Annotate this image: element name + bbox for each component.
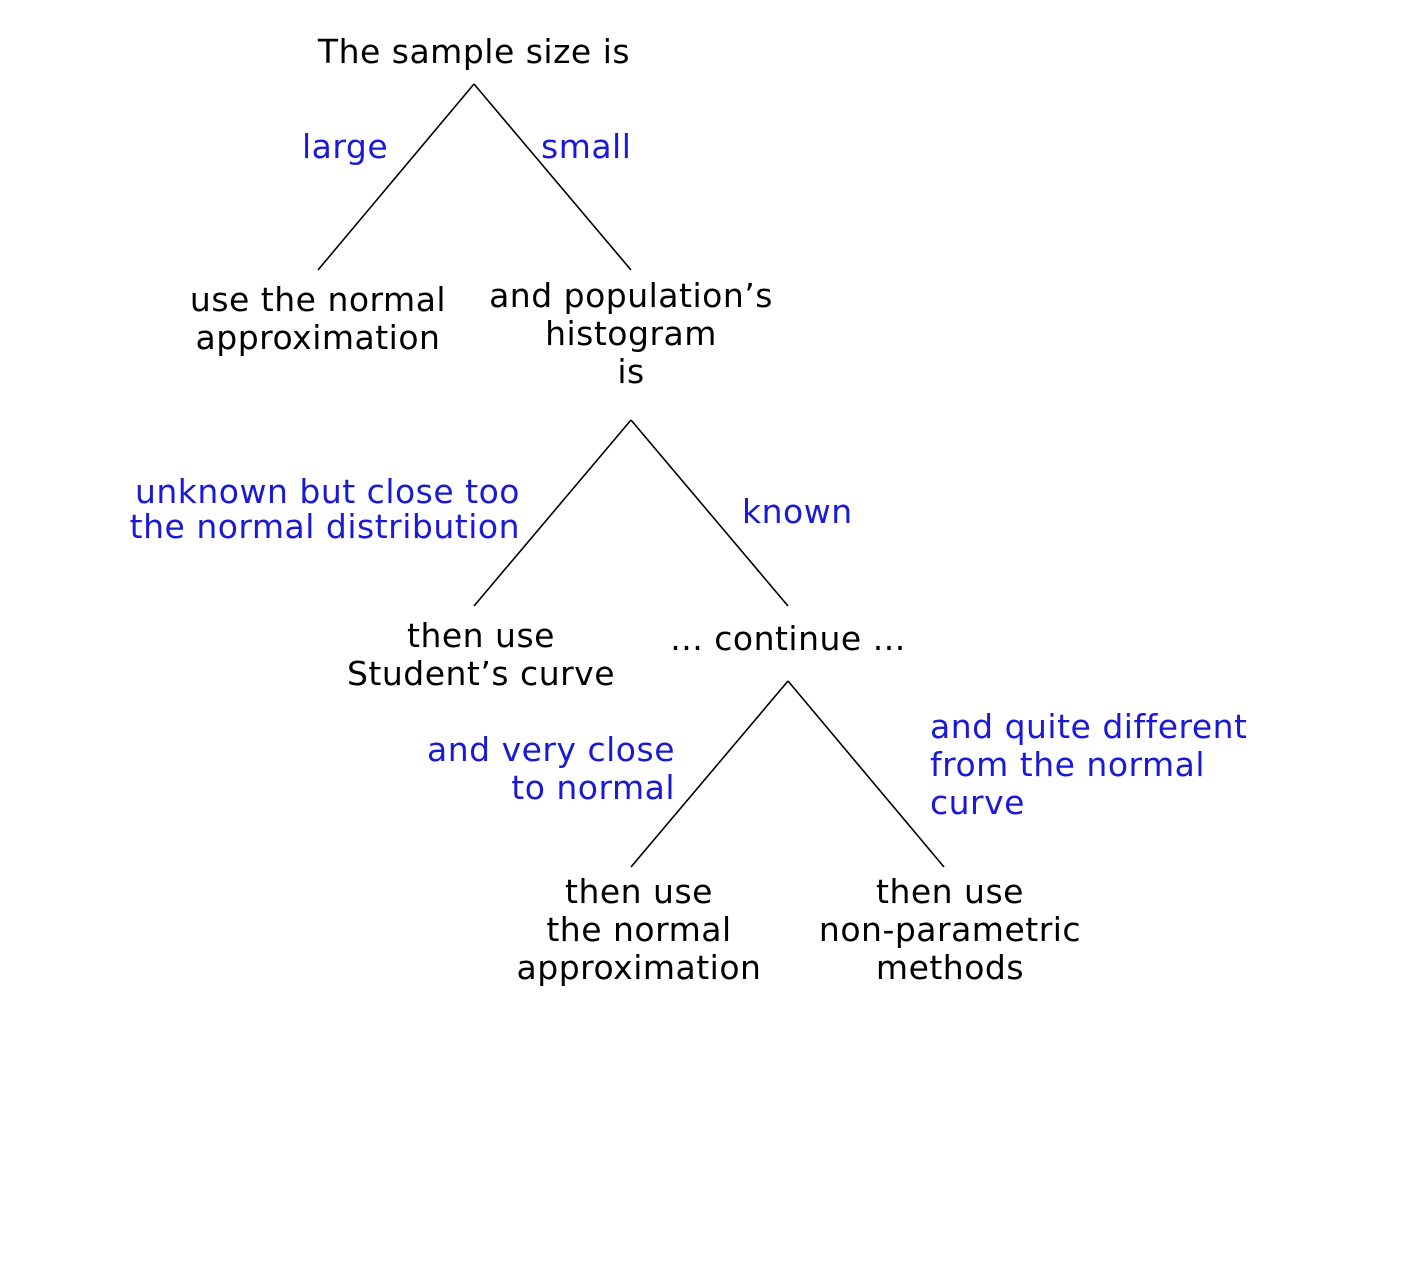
edge-histogram-known xyxy=(630,419,789,607)
edge-continue-close xyxy=(630,680,789,868)
normal-approximation-node-2: then use the normal approximation xyxy=(516,872,762,987)
population-histogram-node: and population’s histogram is xyxy=(489,276,773,391)
root-node: The sample size is xyxy=(317,32,631,71)
non-parametric-node: then use non-parametric methods xyxy=(818,872,1082,987)
branch-label-large: large xyxy=(302,127,389,166)
continue-node: ... continue ... xyxy=(670,619,906,658)
edge-root-large xyxy=(317,83,475,271)
branch-label-unknown-close: unknown but close too the normal distrib… xyxy=(129,472,520,546)
branch-label-known: known xyxy=(742,492,853,531)
edge-continue-different xyxy=(787,680,945,868)
student-curve-node: then use Student’s curve xyxy=(346,616,616,693)
branch-label-very-close: and very close to normal xyxy=(427,730,675,807)
edge-histogram-unknown xyxy=(473,419,632,607)
branch-label-small: small xyxy=(541,127,632,166)
normal-approximation-node-1: use the normal approximation xyxy=(189,280,447,357)
branch-label-quite-different: and quite different from the normal curv… xyxy=(930,707,1248,822)
edge-root-small xyxy=(473,83,632,271)
